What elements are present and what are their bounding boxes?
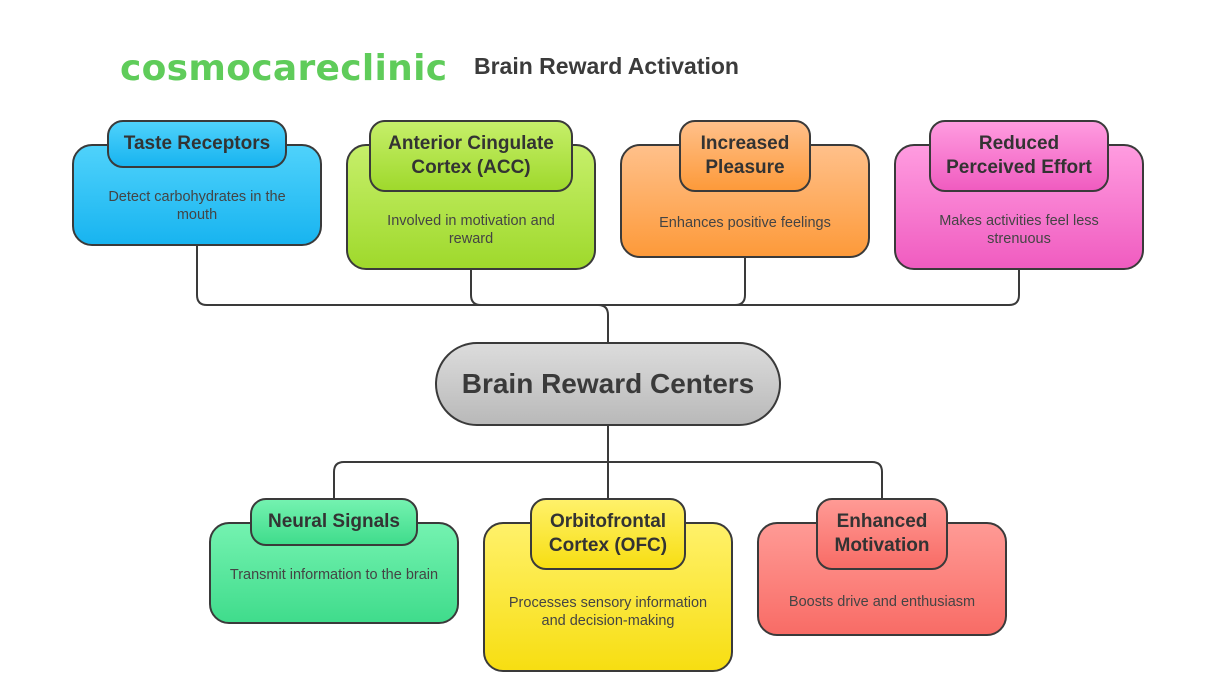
node-title-orbitofrontal-cortex: Orbitofrontal Cortex (OFC) bbox=[530, 498, 686, 570]
node-description: Involved in motivation and reward bbox=[387, 213, 555, 247]
page-title: Brain Reward Activation bbox=[474, 53, 739, 79]
node-title-anterior-cingulate-cortex: Anterior Cingulate Cortex (ACC) bbox=[369, 120, 573, 192]
node-title-reduced-perceived-effort: Reduced Perceived Effort bbox=[929, 120, 1109, 192]
node-title-neural-signals: Neural Signals bbox=[250, 498, 418, 546]
brain-reward-centers-node: Brain Reward Centers bbox=[435, 342, 781, 426]
connector-reduced-effort bbox=[608, 270, 1020, 306]
connector-enhanced-motivation bbox=[608, 461, 883, 498]
node-title-taste-receptors: Taste Receptors bbox=[107, 120, 287, 168]
node-description: Transmit information to the brain bbox=[229, 567, 439, 583]
connector-neural-signals bbox=[333, 426, 609, 498]
node-description: Detect carbohydrates in the mouth bbox=[108, 189, 286, 223]
node-description: Makes activities feel less strenuous bbox=[939, 213, 1099, 247]
node-description: Enhances positive feelings bbox=[659, 215, 831, 231]
node-description: Processes sensory information and decisi… bbox=[508, 595, 708, 629]
connector-taste-receptors bbox=[196, 246, 609, 342]
node-title-enhanced-motivation: Enhanced Motivation bbox=[816, 498, 948, 570]
connector-increased-pleasure bbox=[608, 258, 746, 306]
node-title-increased-pleasure: Increased Pleasure bbox=[679, 120, 811, 192]
connector-acc bbox=[470, 270, 608, 306]
brand-logo: cosmocareclinic bbox=[120, 48, 448, 89]
node-description: Boosts drive and enthusiasm bbox=[788, 594, 976, 610]
